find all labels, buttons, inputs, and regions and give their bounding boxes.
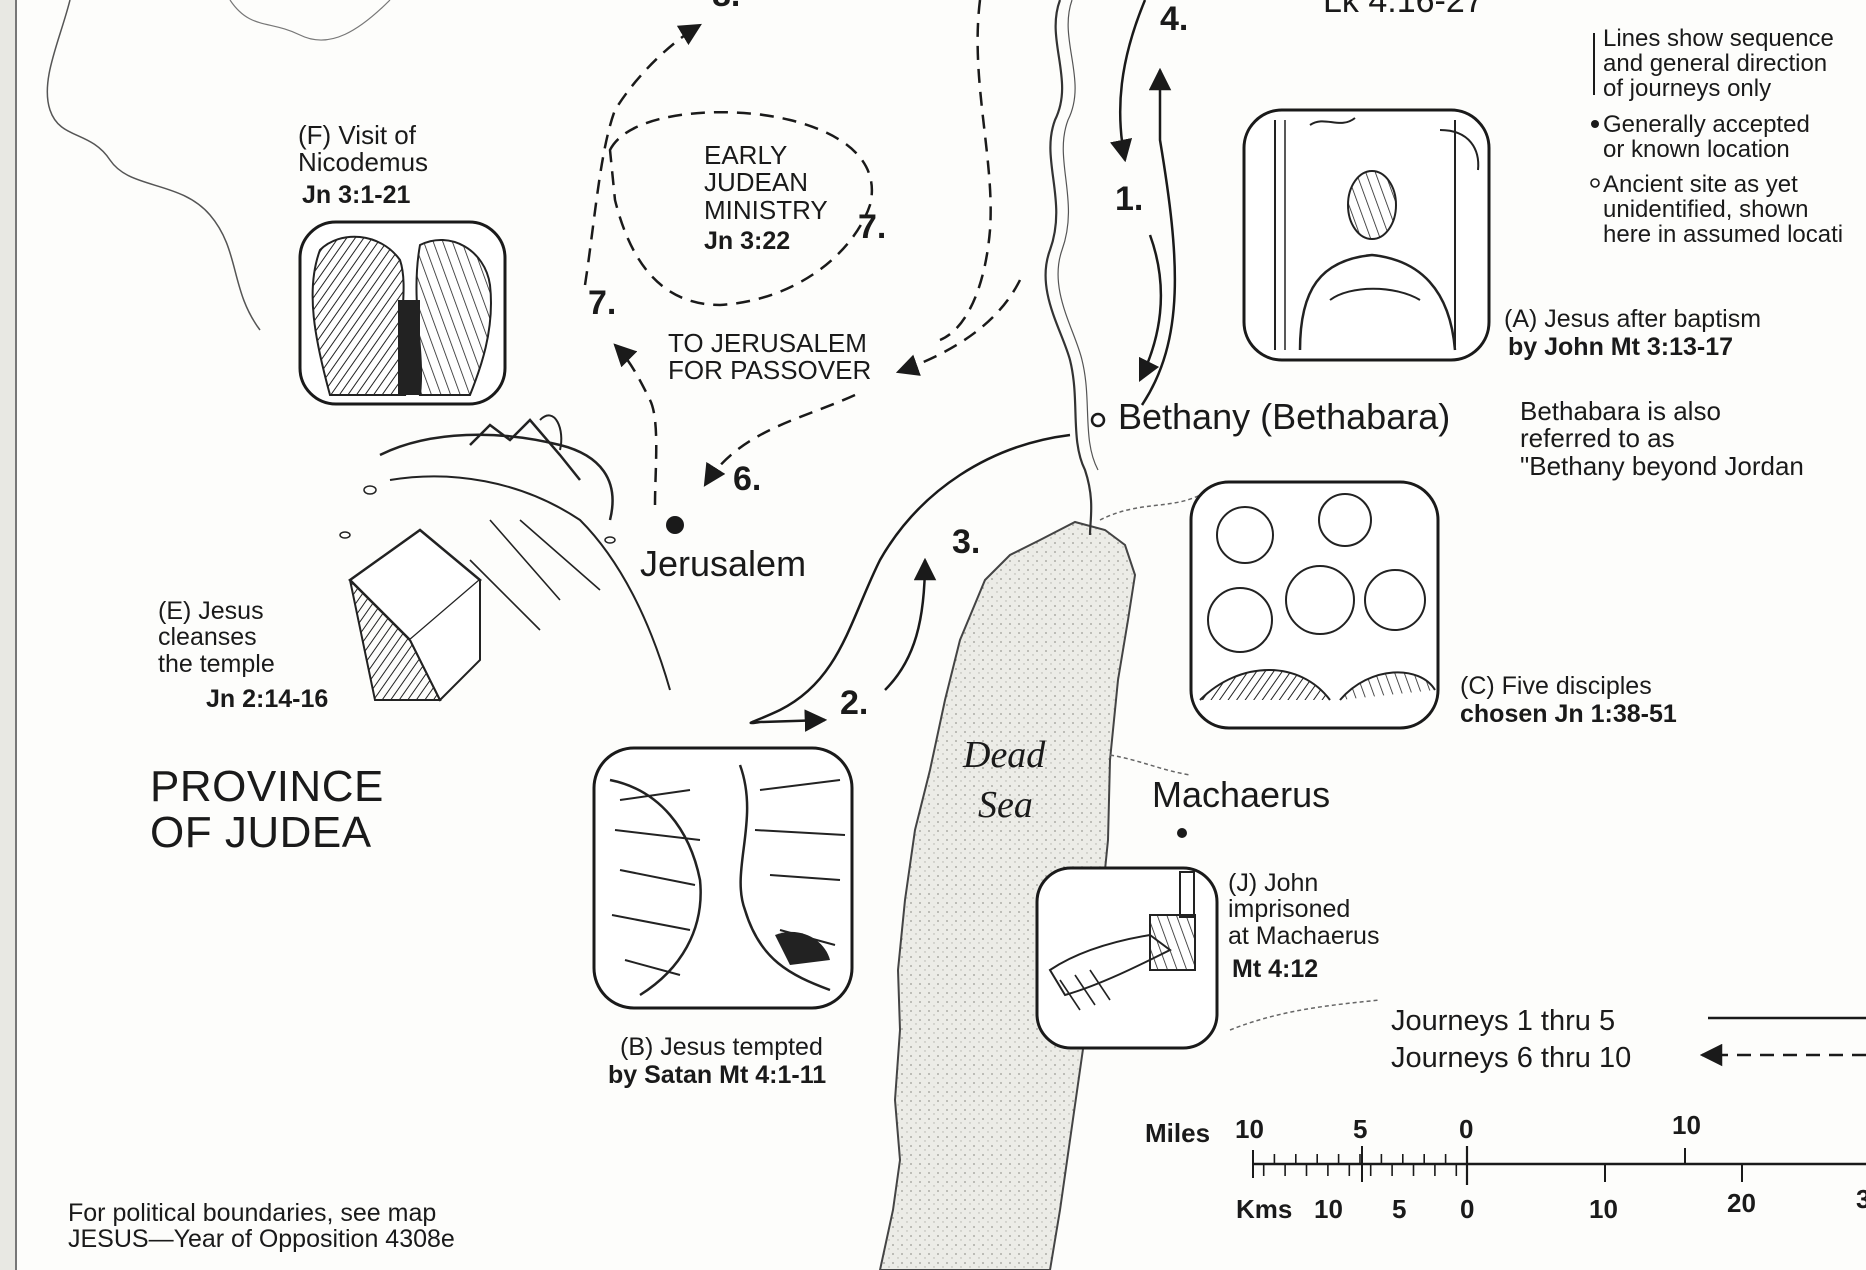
- wadi-east-1: [1099, 494, 1201, 521]
- luke-reference: Lk 4:16-27: [1323, 0, 1484, 20]
- vignette-f-nicodemus: [298, 220, 507, 406]
- journey-7-from-jerusalem: [613, 343, 658, 506]
- legend-journeys-dashed: Journeys 6 thru 10: [1391, 1042, 1632, 1074]
- wadi-top: [229, 0, 391, 41]
- legend-note-known: Generally accepted or known location: [1603, 111, 1810, 164]
- legend-circle-ancient: [1590, 178, 1600, 188]
- wadi-east-3: [1229, 999, 1381, 1031]
- event-a-ref: by John Mt 3:13-17: [1508, 333, 1734, 361]
- journey-1b-path: [1138, 234, 1163, 383]
- event-c-ref: chosen Jn 1:38-51: [1460, 700, 1677, 728]
- journey-1-label: 1.: [1115, 180, 1144, 218]
- event-f-caption: (F) Visit of Nicodemus: [298, 120, 429, 178]
- journey-dashed-north: [939, 0, 992, 342]
- vignette-c-five-disciples: [1189, 480, 1440, 730]
- event-a-caption: (A) Jesus after baptism: [1504, 305, 1762, 333]
- vignette-b-temptation: [592, 746, 854, 1010]
- scale-kms-10b: 10: [1589, 1194, 1618, 1224]
- ministry-ref: Jn 3:22: [704, 227, 791, 255]
- scale-kms-label: Kms: [1236, 1194, 1293, 1224]
- dead-sea-label-2: Sea: [978, 784, 1033, 826]
- scale-kms-10: 10: [1314, 1194, 1343, 1224]
- legend-note-sequence: Lines show sequence and general directio…: [1603, 25, 1834, 103]
- jerusalem-dot: [666, 516, 684, 534]
- scale-kms-3: 3: [1856, 1184, 1866, 1214]
- journey-1-path: [1110, 0, 1147, 163]
- vignette-a-jesus-after-baptism: [1242, 108, 1491, 362]
- scale-minor-ticks: [1252, 1154, 1468, 1176]
- jordan-river-bank: [1057, 0, 1099, 471]
- journey-6-label: 6.: [733, 460, 762, 498]
- journey-4-path: [1140, 67, 1177, 406]
- wadi-east-2: [1109, 754, 1191, 776]
- journey-4-label: 4.: [1160, 0, 1189, 38]
- ministry-title: EARLY JUDEAN MINISTRY: [704, 140, 828, 225]
- province-label: PROVINCE OF JUDEA: [150, 762, 384, 858]
- event-b-ref: by Satan Mt 4:1-11: [608, 1061, 827, 1089]
- scale-kms-0: 0: [1460, 1194, 1475, 1224]
- machaerus-label: Machaerus: [1152, 774, 1331, 815]
- page-edge-strip: [0, 0, 16, 1270]
- journey-7b-label: 7.: [588, 284, 617, 322]
- journey-3-fragment-label: 8.: [712, 0, 740, 14]
- legend-note-ancient: Ancient site as yet unidentified, shown …: [1603, 171, 1844, 249]
- event-e-caption: (E) Jesus cleanses the temple: [158, 597, 275, 678]
- vignette-j-john-imprisoned: [1035, 866, 1219, 1050]
- event-c-caption: (C) Five disciples: [1460, 672, 1652, 700]
- bethany-circle: [1090, 412, 1106, 428]
- journey-3-label: 3.: [952, 523, 981, 561]
- scale-kms-20: 20: [1727, 1188, 1756, 1218]
- scale-miles-0: 0: [1459, 1114, 1474, 1144]
- dead-sea-label-1: Dead: [963, 734, 1046, 776]
- journey-3-path: [884, 557, 937, 691]
- journey-7-north: [583, 23, 702, 286]
- journey-to-passover: [895, 279, 1022, 376]
- event-j-ref: Mt 4:12: [1232, 955, 1319, 983]
- machaerus-dot: [1177, 828, 1187, 838]
- scale-miles-10b: 10: [1672, 1110, 1701, 1140]
- scale-miles-10: 10: [1235, 1114, 1264, 1144]
- scale-miles-label: Miles: [1145, 1118, 1211, 1148]
- wadi-left: [46, 0, 261, 331]
- event-f-ref: Jn 3:1-21: [302, 181, 411, 209]
- scale-kms-5: 5: [1392, 1194, 1407, 1224]
- journey-2-path: [749, 433, 1071, 732]
- event-b-caption: (B) Jesus tempted: [620, 1033, 823, 1061]
- bethany-label: Bethany (Bethabara): [1118, 396, 1451, 437]
- event-e-ref: Jn 2:14-16: [206, 685, 329, 713]
- footnote: For political boundaries, see map JESUS—…: [68, 1199, 455, 1254]
- early-ministry-loop: [608, 110, 874, 307]
- journey-2-label: 2.: [840, 684, 869, 722]
- legend-journeys-solid: Journeys 1 thru 5: [1391, 1005, 1616, 1037]
- legend-dot-known: [1591, 120, 1599, 128]
- journey-7a-label: 7.: [858, 208, 887, 246]
- jerusalem-label: Jerusalem: [640, 543, 807, 584]
- event-j-caption: (J) John imprisoned at Machaerus: [1228, 869, 1380, 950]
- scale-bar: [1252, 1146, 1866, 1185]
- jordan-river: [1044, 0, 1093, 536]
- vignette-e-temple-cleansing: [339, 414, 671, 702]
- dead-sea-shape: [878, 520, 1137, 1270]
- scale-miles-5: 5: [1353, 1114, 1368, 1144]
- bethabara-note: Bethabara is also referred to as "Bethan…: [1520, 396, 1804, 481]
- to-jerusalem-label: TO JERUSALEM FOR PASSOVER: [668, 328, 872, 386]
- journey-6-path: [703, 393, 856, 487]
